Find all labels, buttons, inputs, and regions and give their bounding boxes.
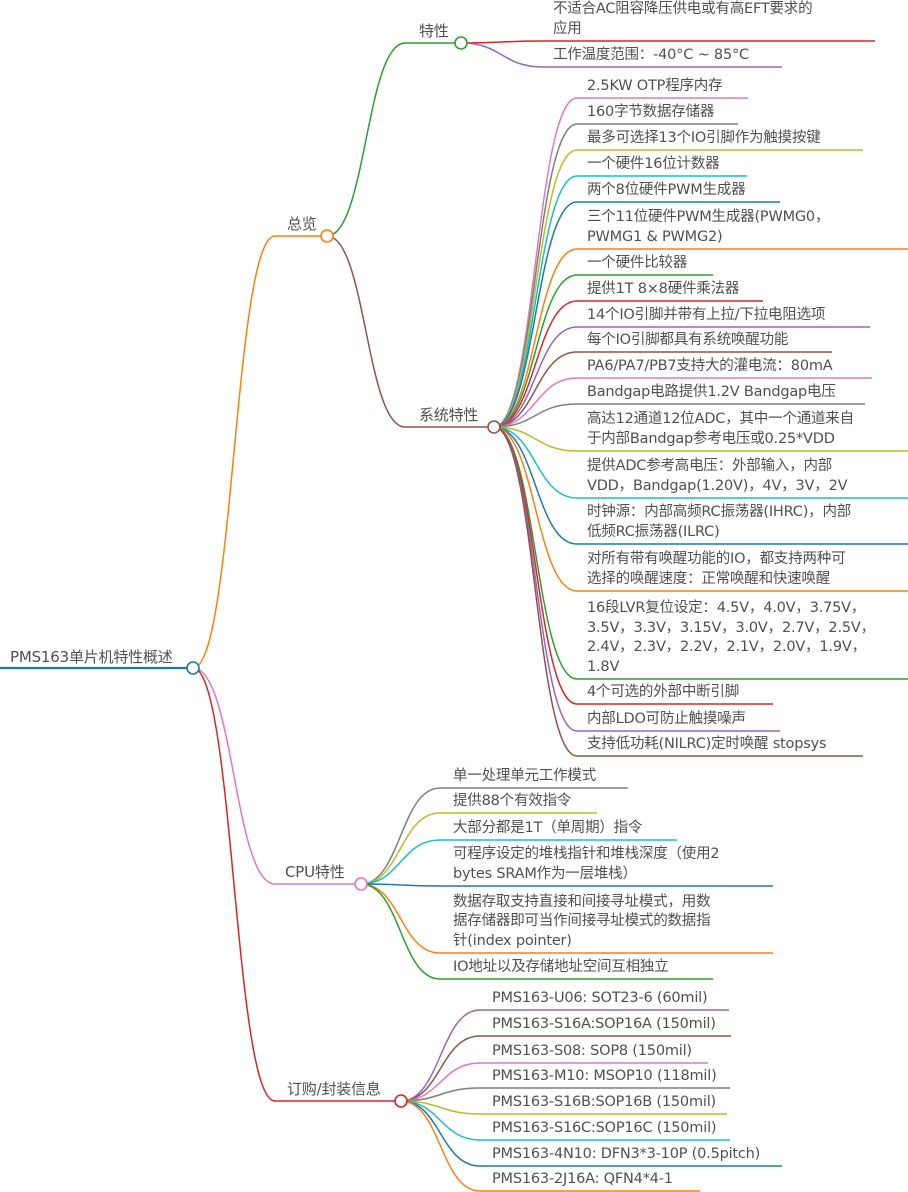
root-node[interactable] <box>186 661 200 675</box>
connector-leaf <box>493 274 713 428</box>
order-package-item[interactable]: PMS163-S16C:SOP16C (150mil) <box>492 1119 717 1136</box>
topic-system[interactable]: 系统特性 <box>419 405 479 424</box>
connector-leaf <box>360 883 773 954</box>
connector-leaf <box>400 1100 700 1192</box>
order-package-item[interactable]: PMS163-U06: SOT23-6 (60mil) <box>492 989 708 1006</box>
connector-leaf <box>400 1062 708 1102</box>
system-feature-item[interactable]: 时钟源：内部高频RC振荡器(IHRC)，内部 低频RC振荡器(ILRC) <box>587 504 852 540</box>
connector-leaf <box>493 377 872 428</box>
system-feature-item[interactable]: 三个11位硬件PWM生成器(PWMG0， PWMG1 & PWMG2) <box>587 209 830 245</box>
connector-leaf <box>493 426 908 452</box>
cpu-feature-item[interactable]: 单一处理单元工作模式 <box>453 767 596 784</box>
system-feature-item[interactable]: 提供1T 8×8硬件乘法器 <box>587 280 740 297</box>
system-feature-item[interactable]: 每个IO引脚都具有系统唤醒功能 <box>587 331 789 348</box>
system-feature-item[interactable]: 内部LDO可防止触摸噪声 <box>587 710 746 727</box>
connector-leaf <box>460 42 782 68</box>
cpu-feature-item[interactable]: 提供88个有效指令 <box>453 792 572 809</box>
connector-cpu <box>192 667 361 885</box>
order-node[interactable] <box>394 1094 408 1108</box>
system-feature-item[interactable]: 4个可选的外部中断引脚 <box>587 683 740 700</box>
system-feature-item[interactable]: 最多可选择13个IO引脚作为触摸按键 <box>587 129 821 146</box>
system-feature-item[interactable]: 提供ADC参考高电压：外部输入，内部 VDD，Bandgap(1.20V)，4V… <box>587 458 848 494</box>
cpu-feature-item[interactable]: IO地址以及存储地址空间互相独立 <box>453 958 669 975</box>
system-node[interactable] <box>487 420 501 434</box>
connector-leaf <box>360 787 628 885</box>
connector-leaf <box>493 426 908 545</box>
connector-leaf <box>460 40 875 44</box>
feature-item[interactable]: 不适合AC阻容降压供电或有高EFT要求的 应用 <box>553 1 813 37</box>
connector-leaf <box>493 426 908 592</box>
connector-leaf <box>493 326 870 428</box>
connector-order <box>192 667 401 1102</box>
connector-leaf <box>493 426 863 757</box>
features-node[interactable] <box>454 36 468 50</box>
connector-leaf <box>493 248 908 428</box>
system-feature-item[interactable]: 16段LVR复位设定：4.5V，4.0V，3.75V， 3.5V，3.3V，3.… <box>587 600 875 675</box>
connector-leaf <box>360 812 597 885</box>
connector-leaf <box>400 1087 730 1102</box>
system-feature-item[interactable]: 一个硬件16位计数器 <box>587 155 720 172</box>
connector-leaf <box>493 149 863 428</box>
system-feature-item[interactable]: Bandgap电路提供1.2V Bandgap电压 <box>587 383 836 400</box>
system-feature-item[interactable]: 14个IO引脚并带有上拉/下拉电阻选项 <box>587 306 826 323</box>
order-package-item[interactable]: PMS163-S16A:SOP16A (150mil) <box>492 1015 716 1032</box>
feature-item[interactable]: 工作温度范围：-40°C ~ 85°C <box>553 46 749 63</box>
connector-leaf <box>493 175 747 428</box>
system-feature-item[interactable]: PA6/PA7/PB7支持大的灌电流：80mA <box>587 357 833 374</box>
connector-leaf <box>493 351 832 428</box>
connector-features <box>326 42 461 237</box>
system-feature-item[interactable]: 对所有带有唤醒功能的IO，都支持两种可 选择的唤醒速度：正常唤醒和快速唤醒 <box>587 551 846 587</box>
system-feature-item[interactable]: 两个8位硬件PWM生成器 <box>587 181 746 198</box>
system-feature-item[interactable]: 支持低功耗(NILRC)定时唤醒 stopsys <box>587 735 827 752</box>
system-feature-item[interactable]: 高达12通道12位ADC，其中一个通道来自 于内部Bandgap参考电压或0.2… <box>587 411 854 447</box>
connector-leaf <box>400 1035 731 1102</box>
order-package-item[interactable]: PMS163-S08: SOP8 (150mil) <box>492 1042 692 1059</box>
system-feature-item[interactable]: 一个硬件比较器 <box>587 254 688 271</box>
connector-leaf <box>360 883 773 887</box>
order-package-item[interactable]: PMS163-2J16A: QFN4*4-1 <box>492 1170 673 1187</box>
cpu-feature-item[interactable]: 数据存取支持直接和间接寻址模式，用数 据存储器即可当作间接寻址模式的数据指 针(… <box>453 893 711 949</box>
topic-cpu[interactable]: CPU特性 <box>285 862 345 881</box>
connector-leaf <box>400 1009 729 1102</box>
connector-system <box>326 235 494 428</box>
connector-leaf <box>400 1100 727 1115</box>
connector-leaf <box>360 883 713 980</box>
system-feature-item[interactable]: 160字节数据存储器 <box>587 103 715 120</box>
connector-leaf <box>493 403 865 428</box>
order-package-item[interactable]: PMS163-M10: MSOP10 (118mil) <box>492 1067 717 1084</box>
system-feature-item[interactable]: 2.5KW OTP程序内存 <box>587 77 723 94</box>
root-topic[interactable]: PMS163单片机特性概述 <box>10 647 173 666</box>
connector-leaf <box>360 839 677 885</box>
topic-features[interactable]: 特性 <box>419 21 449 40</box>
order-package-item[interactable]: PMS163-S16B:SOP16B (150mil) <box>492 1093 716 1110</box>
connector-leaf <box>400 1100 730 1141</box>
order-package-item[interactable]: PMS163-4N10: DFN3*3-10P (0.5pitch) <box>492 1145 761 1162</box>
connector-leaf <box>493 201 780 428</box>
topic-overview[interactable]: 总览 <box>287 214 317 233</box>
cpu-feature-item[interactable]: 大部分都是1T（单周期）指令 <box>453 819 643 836</box>
connector-leaf <box>493 426 908 499</box>
connector-leaf <box>493 300 763 428</box>
cpu-feature-item[interactable]: 可程序设定的堆栈指针和堆栈深度（使用2 bytes SRAM作为一层堆栈） <box>453 846 720 882</box>
overview-node[interactable] <box>320 229 334 243</box>
connector-overview <box>192 235 327 669</box>
topic-order[interactable]: 订购/封装信息 <box>287 1079 381 1098</box>
cpu-node[interactable] <box>354 877 368 891</box>
